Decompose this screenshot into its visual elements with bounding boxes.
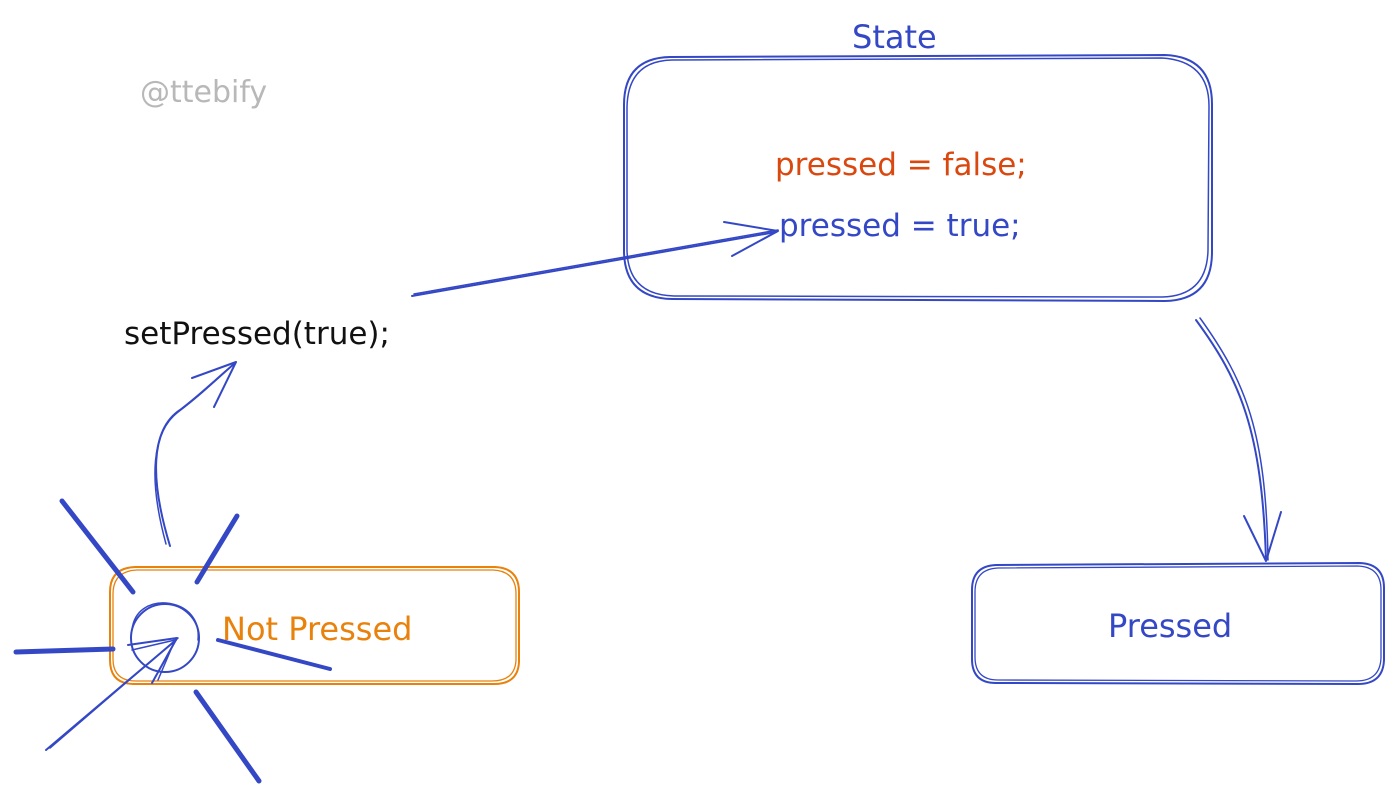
burst-line-top-right [194,513,240,585]
not-pressed-button-outline [109,566,520,685]
burst-line-top-left [59,498,136,595]
state-title: State [852,18,937,56]
not-pressed-button-label: Not Pressed [222,610,412,648]
burst-line-bottom [193,689,262,784]
arrow-click-to-call [154,361,237,547]
watermark-text: @ttebify [140,75,267,110]
arrow-state-to-pressed [1195,317,1282,562]
click-circle-second-stroke [131,602,199,641]
state-line-old: pressed = false; [775,147,1027,183]
state-line-new: pressed = true; [779,208,1021,244]
arrow-call-to-state [411,221,779,297]
set-pressed-call: setPressed(true); [124,316,390,352]
click-burst-icon [13,498,332,784]
pressed-button-label: Pressed [1108,607,1232,645]
not-pressed-button[interactable] [109,566,520,685]
pressed-button[interactable] [971,562,1385,685]
pressed-button-outline-second-stroke [974,565,1382,682]
pressed-button-outline [971,562,1385,685]
burst-line-right [216,638,332,671]
state-box-outline-second-stroke [626,57,1210,298]
burst-line-left [13,646,116,655]
click-circle [130,603,200,673]
state-box-outline [623,54,1213,302]
cursor-arrow-icon [45,637,179,751]
state-box [623,54,1213,302]
not-pressed-button-outline-second-stroke [112,569,517,682]
